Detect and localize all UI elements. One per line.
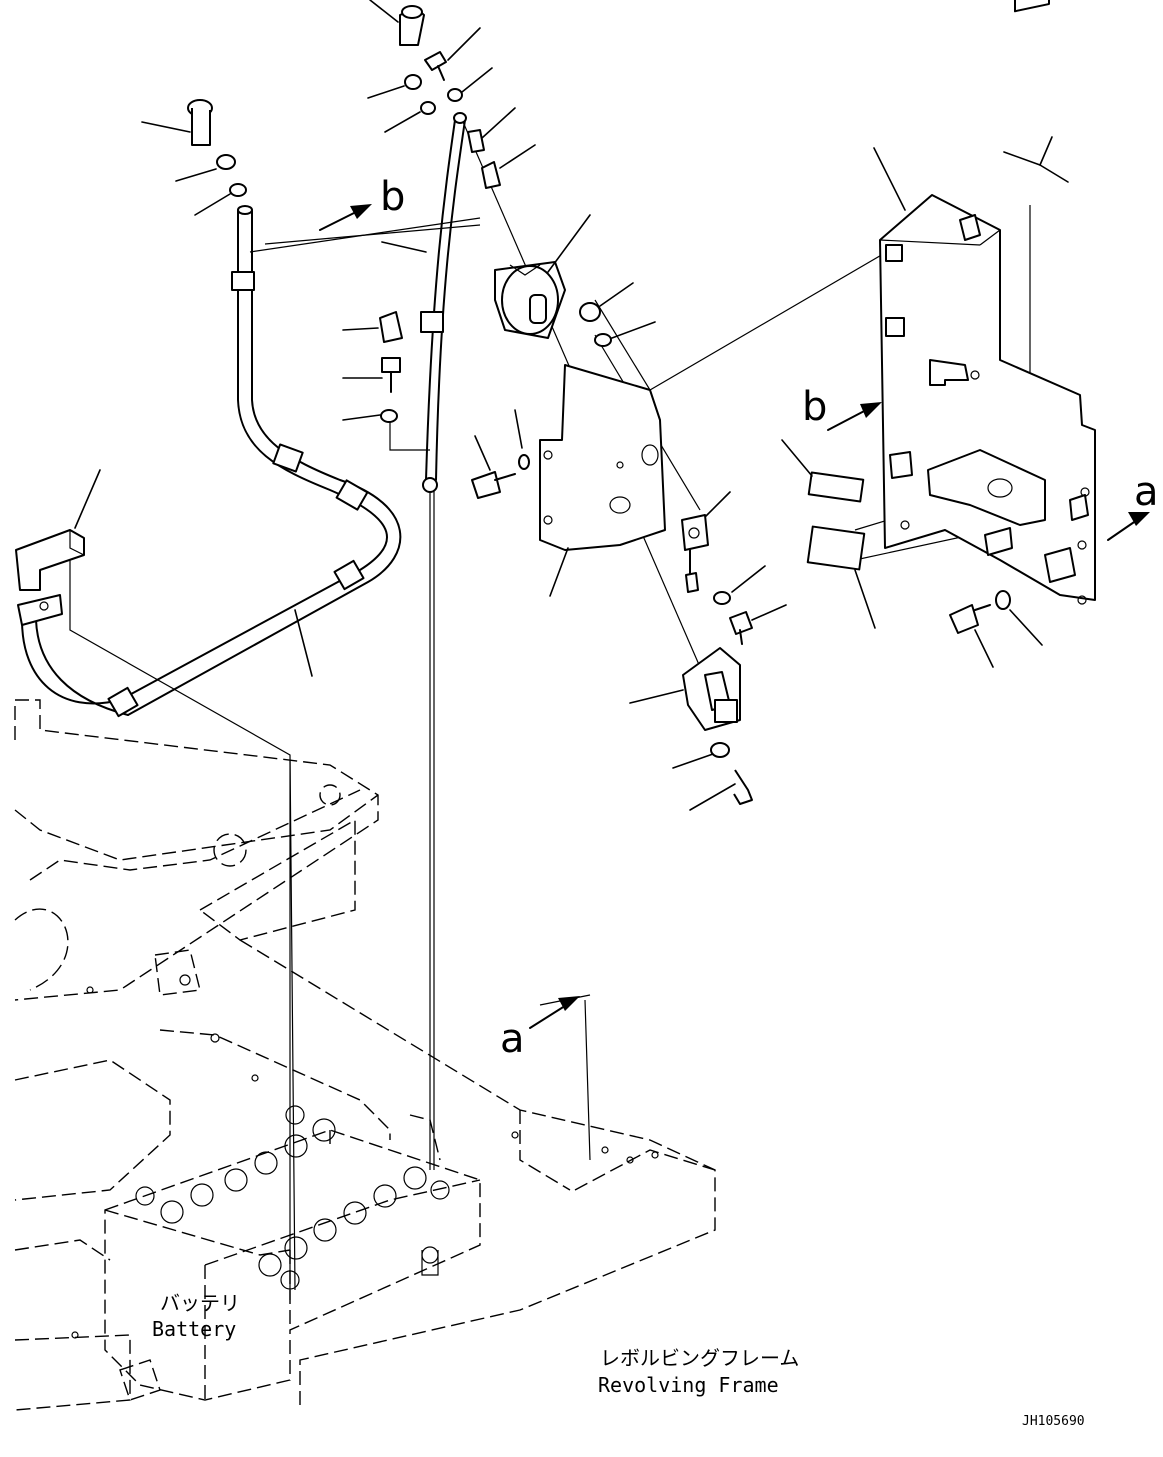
callout-leaders xyxy=(74,0,1069,811)
view-arrows xyxy=(319,204,1150,1029)
revolving-frame xyxy=(14,699,716,1411)
component-labels: バッテリ Battery レボルビングフレーム Revolving Frame … xyxy=(152,1291,1085,1429)
view-marker-a-bottom: a xyxy=(500,1016,525,1062)
caution-labels xyxy=(806,0,1050,571)
relay-bracket xyxy=(539,364,666,551)
hardware-middle xyxy=(379,302,1011,805)
drawing-id: JH105690 xyxy=(1022,1414,1085,1429)
disconnect-switch xyxy=(681,514,741,731)
battery-ground-harness xyxy=(15,205,402,718)
battery-positive-cable xyxy=(420,112,467,493)
frame-label-jp: レボルビングフレーム xyxy=(600,1346,799,1370)
hardware-top xyxy=(187,5,501,197)
battery-group xyxy=(104,1105,481,1401)
battery-relay xyxy=(494,261,566,339)
mounting-bracket xyxy=(879,194,1096,605)
battery-label-jp: バッテリ xyxy=(160,1291,240,1315)
view-marker-labels: b b a a xyxy=(380,174,1159,1062)
view-marker-a-right: a xyxy=(1134,469,1159,515)
battery-label-en: Battery xyxy=(152,1317,236,1341)
view-marker-b-top: b xyxy=(380,174,405,220)
frame-label-en: Revolving Frame xyxy=(598,1373,779,1397)
view-marker-b-right: b xyxy=(802,384,827,430)
